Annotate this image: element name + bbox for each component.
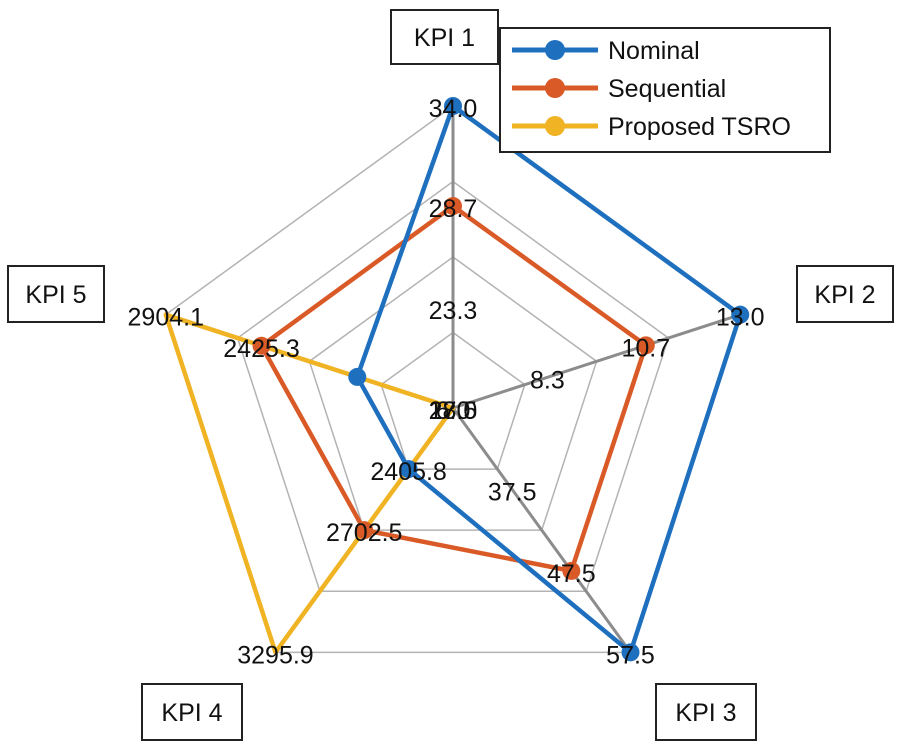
tick-label: 3295.9 [237, 641, 313, 669]
series-point-sequential-3 [562, 561, 581, 580]
legend-label-sequential: Sequential [608, 75, 726, 103]
spoke-3 [451, 407, 632, 654]
axis-label-kpi-4: KPI 4 [141, 683, 243, 741]
axis-label-text: KPI 3 [675, 699, 736, 727]
tick-label: 2904.1 [128, 304, 204, 332]
tick-label: 2425.3 [223, 335, 299, 363]
tick-label: 34.0 [429, 95, 478, 123]
series-line-nominal [355, 103, 743, 655]
axis-label-box [141, 683, 243, 741]
axis-label-box [7, 265, 105, 323]
tick-label: 8.3 [530, 366, 565, 394]
radar-series [163, 97, 750, 662]
series-point-nominal-4 [399, 460, 418, 479]
axis-label-kpi-5: KPI 5 [7, 265, 105, 323]
grid-ring-1 [380, 331, 526, 470]
series-point-sequential-2 [636, 336, 655, 355]
series-point-nominal-1 [444, 97, 462, 115]
radar-tick-labels: 18.0 23.3 28.7 34.0 6.0 8.3 10.7 13.0 27.5 37.5 47… [128, 95, 765, 669]
tick-label: 37.5 [488, 478, 537, 506]
axis-label-kpi-2: KPI 2 [796, 265, 894, 323]
radar-axis-labels: KPI 1 KPI 2 KPI 3 KPI 4 KPI 5 [7, 9, 894, 741]
tick-label: 47.5 [547, 560, 596, 588]
legend-label-proposed-tsro: Proposed TSRO [608, 113, 791, 141]
axis-label-kpi-1: KPI 1 [390, 9, 499, 65]
axis-label-text: KPI 5 [25, 281, 86, 309]
axis-label-kpi-3: KPI 3 [655, 683, 757, 741]
tick-label: 57.5 [606, 641, 655, 669]
tick-label: 10.7 [622, 334, 671, 362]
axis-label-text: KPI 4 [161, 699, 222, 727]
tick-label: 2405.8 [370, 458, 446, 486]
axis-label-text: KPI 2 [814, 281, 875, 309]
spoke-2 [452, 313, 741, 410]
tick-label: 23.3 [429, 297, 478, 325]
legend-marker-proposed-tsro [545, 116, 565, 136]
axis-label-text: KPI 1 [414, 24, 475, 52]
radar-spokes [165, 106, 741, 654]
tick-label: 28.7 [429, 195, 478, 223]
tick-label: 6.0 [436, 397, 471, 425]
axis-label-box [796, 265, 894, 323]
series-point-nominal-5 [348, 367, 367, 386]
series-point-sequential-4 [355, 521, 374, 540]
series-point-nominal-2 [731, 305, 750, 324]
tick-label: 27.5 [429, 397, 478, 425]
series-line-sequential [259, 203, 649, 574]
tick-label: 2702.5 [326, 519, 402, 547]
series-point-sequential-5 [252, 336, 271, 355]
legend-marker-sequential [545, 78, 565, 98]
axis-label-box [655, 683, 757, 741]
tick-label: 13.0 [716, 304, 765, 332]
series-point-nominal-3 [621, 643, 640, 662]
legend-label-nominal: Nominal [608, 37, 700, 65]
grid-ring-2 [308, 256, 598, 531]
axis-label-box [390, 9, 499, 65]
tick-label: 18.0 [429, 397, 478, 425]
grid-ring-3 [236, 180, 670, 592]
series-point-sequential-1 [444, 197, 462, 216]
legend-marker-nominal [545, 40, 565, 60]
